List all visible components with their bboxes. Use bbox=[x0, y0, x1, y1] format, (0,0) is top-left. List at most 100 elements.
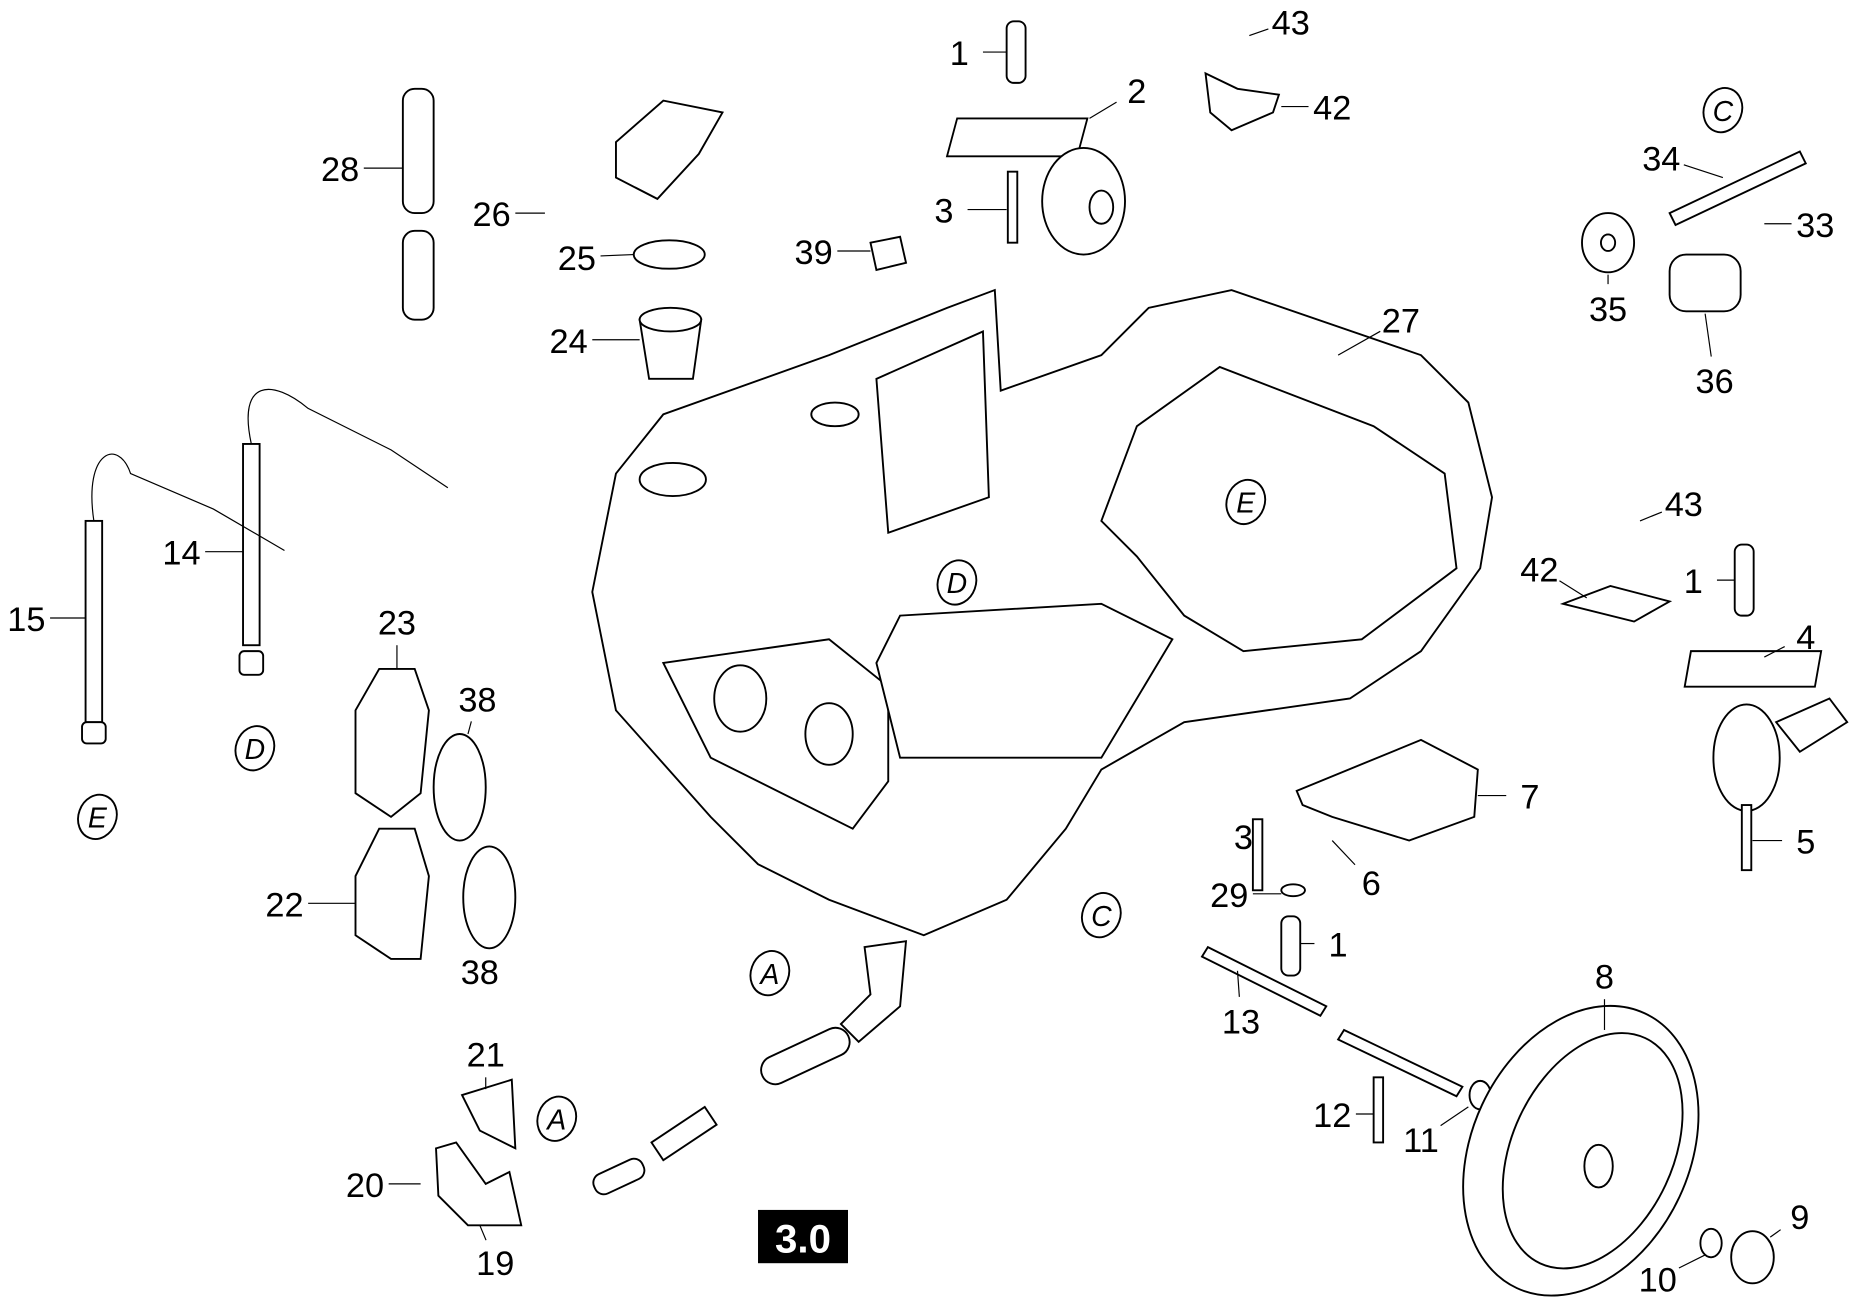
callout-3: 3 bbox=[934, 193, 953, 231]
callout-10: 10 bbox=[1639, 1262, 1677, 1300]
sensor-rod bbox=[242, 443, 261, 647]
bracket-21 bbox=[460, 1078, 517, 1150]
reference-marker-D: D bbox=[234, 725, 276, 772]
filter-rim bbox=[638, 306, 703, 333]
reference-marker-text: E bbox=[1236, 488, 1256, 520]
clip bbox=[1668, 253, 1742, 313]
callout-13: 13 bbox=[1222, 1004, 1260, 1042]
leader-line bbox=[479, 1225, 487, 1241]
sensor-rod bbox=[84, 519, 104, 724]
housing-port bbox=[638, 461, 707, 497]
leader-lines bbox=[50, 28, 1792, 1269]
leader-line bbox=[1236, 970, 1240, 997]
callout-1: 1 bbox=[950, 35, 969, 73]
pin bbox=[1733, 543, 1755, 617]
castor-plate bbox=[1683, 650, 1823, 688]
callout-11: 11 bbox=[1403, 1122, 1439, 1160]
callout-14: 14 bbox=[162, 535, 200, 573]
valve-housing bbox=[354, 667, 430, 819]
sensor-cable bbox=[91, 453, 285, 552]
callout-25: 25 bbox=[558, 240, 596, 278]
callout-22: 22 bbox=[265, 886, 303, 924]
callout-23: 23 bbox=[378, 605, 416, 643]
wheel-hub bbox=[1583, 1143, 1614, 1189]
leader-line bbox=[1249, 28, 1269, 37]
callout-24: 24 bbox=[550, 323, 588, 361]
reference-marker-C: C bbox=[1081, 892, 1122, 939]
section-label-3-0: 3.0 bbox=[758, 1209, 848, 1264]
cover bbox=[615, 99, 724, 201]
washer bbox=[1699, 1227, 1723, 1259]
callout-7: 7 bbox=[1520, 779, 1539, 817]
reference-marker-E: E bbox=[1225, 478, 1267, 526]
callout-2: 2 bbox=[1127, 73, 1146, 111]
callout-19: 19 bbox=[476, 1245, 514, 1283]
reference-markers: C E D E D C A A bbox=[77, 87, 1744, 1142]
pin bbox=[1280, 915, 1302, 977]
leader-line bbox=[1639, 511, 1663, 522]
leader-line bbox=[1683, 164, 1724, 179]
parts-drawing bbox=[81, 20, 1849, 1297]
callout-39: 39 bbox=[795, 234, 833, 272]
axle bbox=[1336, 1028, 1464, 1098]
leader-line bbox=[1331, 840, 1356, 866]
callout-1: 1 bbox=[1329, 927, 1348, 965]
reference-marker-text: C bbox=[1091, 901, 1112, 933]
housing-center-column bbox=[875, 330, 990, 535]
brake-pedal bbox=[1774, 697, 1849, 754]
housing-opening bbox=[804, 702, 854, 766]
bolt bbox=[1740, 804, 1753, 872]
pipe bbox=[401, 87, 435, 215]
callout-29: 29 bbox=[1210, 877, 1248, 915]
reference-marker-text: D bbox=[245, 734, 266, 766]
callout-6: 6 bbox=[1362, 865, 1381, 903]
hose bbox=[760, 1026, 851, 1086]
bracket bbox=[1559, 585, 1673, 623]
bolt bbox=[1006, 170, 1019, 244]
callout-38: 38 bbox=[461, 954, 499, 992]
leader-line bbox=[1678, 1254, 1706, 1269]
callout-38: 38 bbox=[458, 682, 496, 720]
callout-3: 3 bbox=[1234, 819, 1253, 857]
callout-36: 36 bbox=[1696, 363, 1734, 401]
reference-marker-A: A bbox=[536, 1095, 578, 1142]
callout-33: 33 bbox=[1796, 207, 1834, 245]
callout-28: 28 bbox=[321, 151, 359, 189]
reference-marker-E: E bbox=[77, 793, 118, 840]
reference-marker-text: E bbox=[88, 803, 108, 835]
leader-line bbox=[1769, 1229, 1781, 1238]
callout-9: 9 bbox=[1790, 1199, 1809, 1237]
handle bbox=[1295, 738, 1479, 842]
reference-marker-D: D bbox=[936, 559, 978, 606]
callout-43: 43 bbox=[1272, 4, 1310, 42]
leader-line bbox=[1337, 330, 1381, 356]
coupling bbox=[650, 1105, 718, 1162]
reference-marker-text: D bbox=[947, 568, 968, 600]
reference-marker-text: A bbox=[545, 1104, 566, 1136]
castor-hub bbox=[1088, 189, 1115, 225]
leader-line bbox=[467, 721, 472, 735]
bracket-19 bbox=[435, 1141, 523, 1227]
callout-26: 26 bbox=[473, 196, 511, 234]
leader-line bbox=[1089, 101, 1117, 119]
callout-21: 21 bbox=[467, 1037, 505, 1075]
housing-inner-wall bbox=[1100, 365, 1458, 653]
reference-marker-text: C bbox=[1713, 96, 1734, 128]
callout-4: 4 bbox=[1796, 619, 1815, 657]
leader-line bbox=[1440, 1106, 1469, 1127]
bolt bbox=[1372, 1076, 1385, 1144]
callout-35: 35 bbox=[1589, 291, 1627, 329]
bolt bbox=[1251, 818, 1264, 892]
reference-marker-text: A bbox=[758, 959, 779, 991]
sensor-tip bbox=[238, 650, 265, 676]
callout-34: 34 bbox=[1642, 140, 1680, 178]
callout-15: 15 bbox=[7, 601, 45, 639]
leader-line bbox=[600, 253, 634, 257]
pipe bbox=[401, 229, 435, 321]
leader-line bbox=[1704, 313, 1712, 357]
callout-27: 27 bbox=[1382, 303, 1420, 341]
washer bbox=[1280, 883, 1306, 898]
pulley-hole bbox=[1599, 233, 1617, 252]
